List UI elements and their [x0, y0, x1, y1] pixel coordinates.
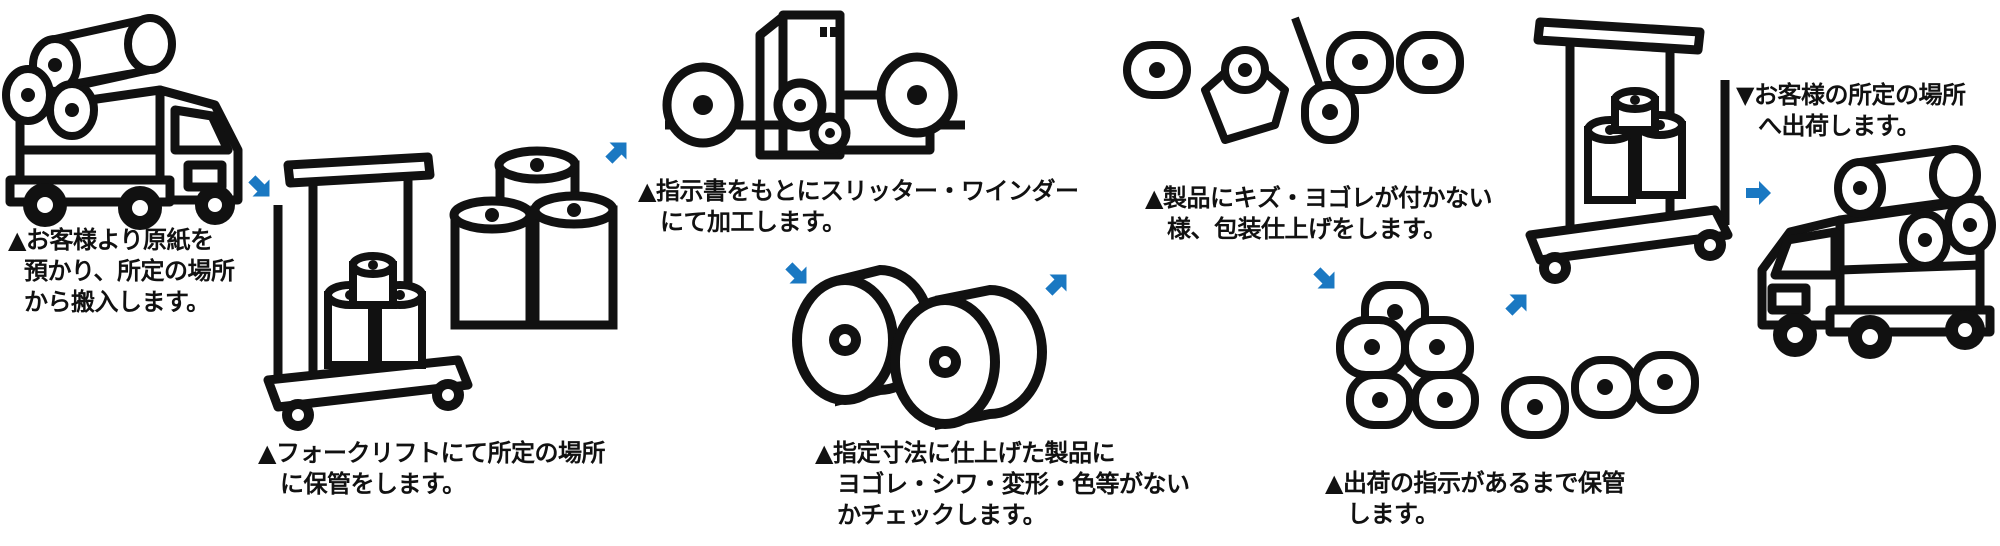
caption-line: から搬入します。 — [24, 288, 210, 316]
flow-arrow-icon — [1313, 267, 1335, 289]
caption-line: に保管をします。 — [280, 470, 466, 498]
step-1-caption: ▲お客様より原紙を 預かり、所定の場所 から搬入します。 — [8, 225, 235, 318]
caption-line: 預かり、所定の場所 — [24, 257, 235, 285]
caption-line: ▲指定寸法に仕上げた製品に — [815, 439, 1115, 467]
delivery-truck-outbound-icon — [1757, 145, 1996, 359]
caption-line: ▼お客様の所定の場所 — [1736, 81, 1966, 109]
delivery-truck-with-paper-rolls-icon — [2, 14, 243, 230]
caption-line: 様、包装仕上げをします。 — [1167, 215, 1447, 243]
flow-arrow-icon — [1045, 274, 1067, 296]
caption-line: ▲フォークリフトにて所定の場所 — [258, 439, 605, 467]
forklift-with-bundles-icon — [1525, 17, 1733, 284]
caption-line: ▲出荷の指示があるまで保管 — [1325, 469, 1625, 497]
flow-arrow-icon — [785, 262, 807, 284]
step-7-caption: ▼お客様の所定の場所 へ出荷します。 — [1736, 80, 1966, 142]
caption-line: ▲製品にキズ・ヨゴレが付かない — [1145, 184, 1492, 212]
flow-arrow-icon — [1746, 181, 1771, 205]
caption-line: ヨゴレ・シワ・変形・色等がない — [837, 470, 1190, 498]
step-5-caption: ▲製品にキズ・ヨゴレが付かない 様、包装仕上げをします。 — [1145, 183, 1492, 245]
forklift-and-stacked-rolls-icon — [263, 152, 473, 431]
packaged-roll-bundles-icon — [1123, 16, 1464, 144]
caption-line: ▲指示書をもとにスリッター・ワインダー — [638, 177, 1079, 205]
step-3-caption: ▲指示書をもとにスリッター・ワインダー にて加工します。 — [638, 176, 1079, 238]
caption-line: へ出荷します。 — [1758, 112, 1921, 140]
flow-arrow-icon — [248, 175, 270, 197]
two-large-rolls-icon — [792, 264, 1047, 431]
flow-arrow-icon — [1505, 294, 1527, 316]
caption-line: します。 — [1347, 500, 1439, 528]
flow-arrow-icon — [605, 142, 627, 164]
step-4-caption: ▲指定寸法に仕上げた製品に ヨゴレ・シワ・変形・色等がない かチェックします。 — [815, 438, 1190, 531]
step-6-caption: ▲出荷の指示があるまで保管 します。 — [1325, 468, 1625, 530]
slitter-winder-machine-icon — [662, 10, 965, 160]
caption-line: かチェックします。 — [837, 501, 1047, 529]
step-2-caption: ▲フォークリフトにて所定の場所 に保管をします。 — [258, 438, 605, 500]
caption-line: にて加工します。 — [660, 208, 846, 236]
caption-line: ▲お客様より原紙を — [8, 226, 214, 254]
stacked-paper-rolls-icon — [449, 146, 618, 330]
stored-roll-bundles-icon — [1336, 281, 1699, 439]
